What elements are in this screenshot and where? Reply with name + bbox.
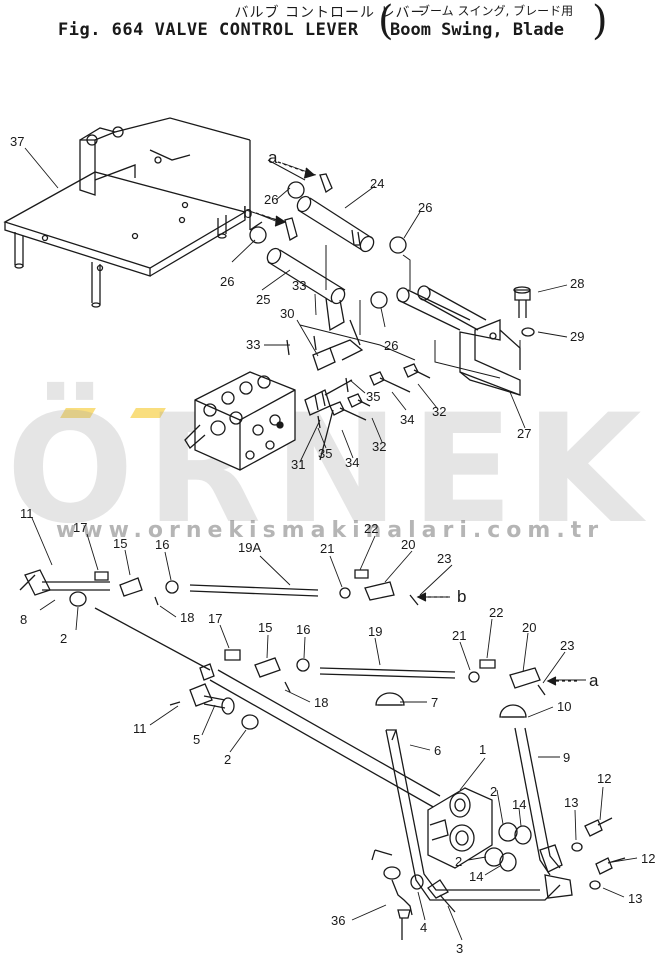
callout-33b: 33 — [246, 337, 260, 352]
clevis-30 — [312, 319, 364, 371]
callout-2c: 2 — [490, 784, 497, 799]
callout-2d: 2 — [455, 854, 462, 869]
floor-plate-37 — [3, 117, 263, 308]
callout-12a: 12 — [597, 771, 611, 786]
bushings-2-14 — [484, 817, 626, 899]
watermark-url: www.ornekismakinalari.com.tr — [55, 518, 605, 543]
callout-11b: 11 — [133, 721, 147, 736]
callout-18b: 18 — [314, 695, 328, 710]
callout-a-top: a — [268, 148, 278, 167]
page-title: Fig. 664 VALVE CONTROL LEVER — [58, 20, 359, 40]
callout-28: 28 — [570, 276, 584, 291]
shaft-24 — [296, 173, 375, 253]
callout-6: 6 — [434, 743, 441, 758]
subtitle-japanese: ブーム スイング, ブレード用 — [418, 4, 574, 18]
lever-assembly-lower — [169, 649, 546, 730]
callout-b-mid: b — [457, 587, 466, 606]
callout-11a: 11 — [20, 506, 34, 521]
callout-5: 5 — [193, 732, 200, 747]
callout-22a: 22 — [364, 521, 378, 536]
callout-24: 24 — [370, 176, 384, 191]
watermark-brand: ÖRNEK — [6, 383, 654, 557]
callout-27: 27 — [517, 426, 531, 441]
paren-left: ( — [378, 0, 394, 44]
callout-26d: 26 — [384, 338, 398, 353]
callout-22b: 22 — [489, 605, 503, 620]
callout-3: 3 — [456, 941, 463, 955]
callout-20b: 20 — [522, 620, 536, 635]
callout-32b: 32 — [372, 439, 386, 454]
bracket-27 — [396, 285, 521, 396]
callout-b-top: b — [243, 203, 252, 222]
lever-9-knob-10 — [499, 704, 563, 876]
callout-23a: 23 — [437, 551, 451, 566]
callout-18a: 18 — [180, 610, 194, 625]
rod-link — [319, 409, 334, 461]
callout-33a: 33 — [292, 278, 306, 293]
callout-7: 7 — [431, 695, 438, 710]
parts-36-4-3 — [371, 849, 456, 940]
callout-14b: 14 — [469, 869, 483, 884]
callout-37: 37 — [10, 134, 24, 149]
leader-lines — [24, 147, 638, 941]
washer-29 — [521, 327, 535, 337]
reference-arrows — [255, 161, 580, 686]
callout-35b: 35 — [318, 446, 332, 461]
lever-assembly-upper — [19, 569, 419, 607]
callout-a-mid: a — [589, 671, 599, 690]
callout-19A: 19A — [238, 540, 261, 555]
callout-1: 1 — [479, 742, 486, 757]
callout-34b: 34 — [345, 455, 359, 470]
callout-15a: 15 — [113, 536, 127, 551]
bolts-32-34 — [286, 335, 431, 429]
callout-26c: 26 — [220, 274, 234, 289]
callout-16a: 16 — [155, 537, 169, 552]
callout-10: 10 — [557, 699, 571, 714]
callout-25: 25 — [256, 292, 270, 307]
callout-13b: 13 — [628, 891, 642, 906]
callout-17b: 17 — [208, 611, 222, 626]
lever-6-knob-7 — [375, 692, 561, 901]
callout-8: 8 — [20, 612, 27, 627]
callout-23b: 23 — [560, 638, 574, 653]
callout-2a: 2 — [60, 631, 67, 646]
bushings-26 — [249, 181, 407, 309]
callout-34a: 34 — [400, 412, 414, 427]
callout-21a: 21 — [320, 541, 334, 556]
paren-right: ) — [592, 0, 608, 44]
callout-26a: 26 — [264, 192, 278, 207]
callout-13a: 13 — [564, 795, 578, 810]
callout-2b: 2 — [224, 752, 231, 767]
callout-15b: 15 — [258, 620, 272, 635]
bracket-1 — [427, 787, 493, 869]
page-subtitle: Boom Swing, Blade — [390, 20, 564, 40]
callout-32a: 32 — [432, 404, 446, 419]
callout-35a: 35 — [366, 389, 380, 404]
callout-31: 31 — [291, 457, 305, 472]
callout-36: 36 — [331, 913, 345, 928]
callout-20a: 20 — [401, 537, 415, 552]
callout-30: 30 — [280, 306, 294, 321]
callout-17a: 17 — [73, 520, 87, 535]
callout-16b: 16 — [296, 622, 310, 637]
callout-9: 9 — [563, 750, 570, 765]
callout-26b: 26 — [418, 200, 432, 215]
callout-14a: 14 — [512, 797, 526, 812]
callout-labels: 37 a b 24 26 26 26 26 25 28 29 33 33 30 … — [10, 134, 655, 955]
callout-4: 4 — [420, 920, 427, 935]
title-japanese: バルブ コントロール レバー — [234, 5, 426, 21]
callout-12b: 12 — [641, 851, 655, 866]
callout-19: 19 — [368, 624, 382, 639]
callout-21b: 21 — [452, 628, 466, 643]
shaft-25 — [266, 217, 346, 332]
bolt-28 — [513, 286, 531, 318]
callout-29: 29 — [570, 329, 584, 344]
control-valve — [184, 371, 296, 471]
